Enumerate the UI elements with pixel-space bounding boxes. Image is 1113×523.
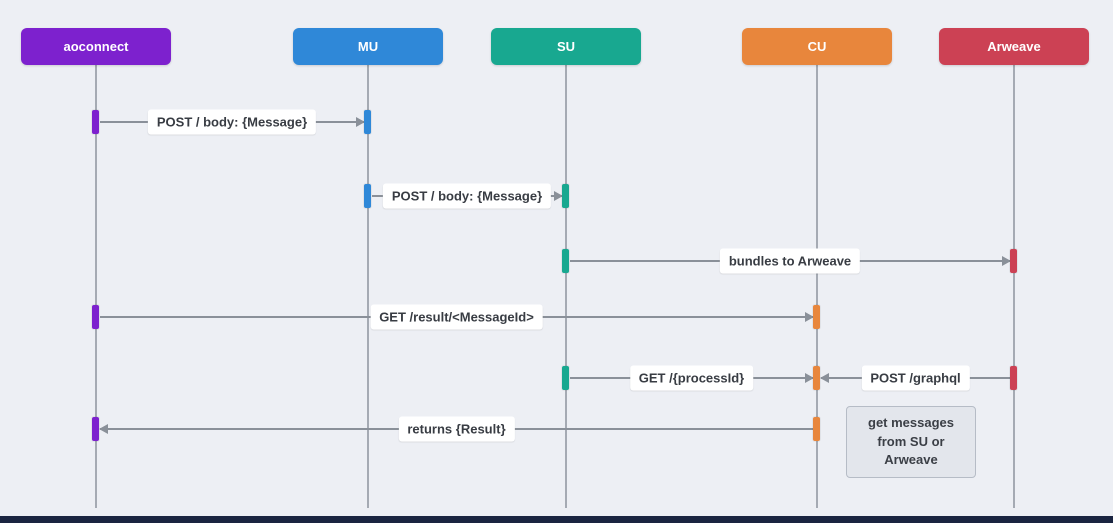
actor-mu: MU bbox=[293, 28, 443, 509]
lifeline bbox=[95, 65, 97, 508]
message-label: returns {Result} bbox=[398, 416, 515, 442]
activation-bar bbox=[813, 417, 820, 441]
activation-bar bbox=[813, 366, 820, 390]
actor-box-su: SU bbox=[491, 28, 641, 65]
lifeline bbox=[565, 65, 567, 508]
activation-bar bbox=[1010, 366, 1017, 390]
arrowhead-icon bbox=[1002, 256, 1011, 266]
arrowhead-icon bbox=[356, 117, 365, 127]
arrowhead-icon bbox=[820, 373, 829, 383]
actor-cu: CU bbox=[742, 28, 892, 509]
activation-bar bbox=[562, 184, 569, 208]
actor-su: SU bbox=[491, 28, 641, 509]
message-label: POST / body: {Message} bbox=[382, 183, 552, 209]
actor-aoconnect: aoconnect bbox=[21, 28, 171, 509]
message-label: POST /graphql bbox=[861, 365, 970, 391]
message-label: POST / body: {Message} bbox=[147, 109, 317, 135]
note-get-messages: get messages from SU or Arweave bbox=[846, 406, 976, 478]
lifeline bbox=[816, 65, 818, 508]
activation-bar bbox=[92, 417, 99, 441]
actor-box-cu: CU bbox=[742, 28, 892, 65]
activation-bar bbox=[92, 305, 99, 329]
arrowhead-icon bbox=[99, 424, 108, 434]
actor-box-arweave: Arweave bbox=[939, 28, 1089, 65]
page-bottom-bar bbox=[0, 516, 1113, 523]
actor-box-mu: MU bbox=[293, 28, 443, 65]
arrowhead-icon bbox=[805, 373, 814, 383]
activation-bar bbox=[364, 110, 371, 134]
activation-bar bbox=[1010, 249, 1017, 273]
activation-bar bbox=[813, 305, 820, 329]
activation-bar bbox=[364, 184, 371, 208]
lifeline bbox=[1013, 65, 1015, 508]
arrowhead-icon bbox=[554, 191, 563, 201]
actor-arweave: Arweave bbox=[939, 28, 1089, 509]
activation-bar bbox=[562, 249, 569, 273]
message-label: bundles to Arweave bbox=[719, 248, 861, 274]
arrowhead-icon bbox=[805, 312, 814, 322]
lifeline bbox=[367, 65, 369, 508]
message-label: GET /{processId} bbox=[629, 365, 754, 391]
message-label: GET /result/<MessageId> bbox=[370, 304, 543, 330]
activation-bar bbox=[562, 366, 569, 390]
actor-box-aoconnect: aoconnect bbox=[21, 28, 171, 65]
activation-bar bbox=[92, 110, 99, 134]
